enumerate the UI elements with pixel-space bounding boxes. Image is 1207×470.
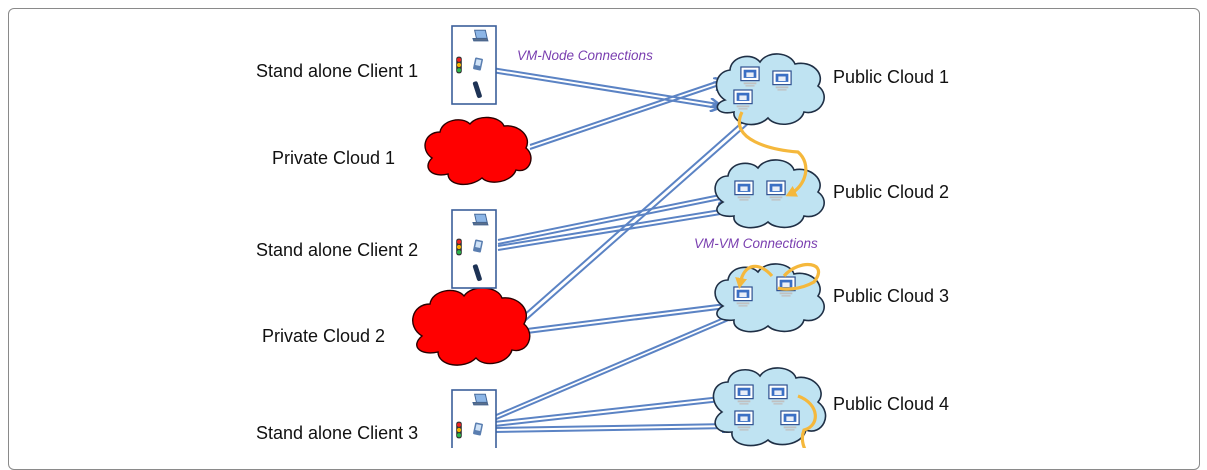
vm-vm-link-public3-b [735, 264, 774, 289]
vm-node-connections [491, 67, 776, 432]
private-cloud-1-shape [424, 116, 532, 185]
label-client-2: Stand alone Client 2 [256, 240, 418, 260]
connection-private1-public1-b [529, 84, 722, 150]
label-vm-node-connections: VM-Node Connections [517, 48, 653, 63]
connection-private2-public3 [518, 304, 726, 331]
connection-private2-public3-b [518, 308, 726, 335]
connection-client3-public4-a [493, 396, 730, 423]
connection-client1-public1 [491, 67, 718, 104]
traffic-light-icon [456, 238, 462, 256]
client-1-device-box [451, 25, 497, 105]
connection-client3-public3 [493, 306, 752, 417]
connection-client2-public2-a [497, 194, 725, 241]
connection-private1-public1 [529, 80, 722, 146]
connection-client3-public4-d [493, 428, 730, 432]
client-3-box [451, 389, 497, 448]
label-vm-vm-connections: VM-VM Connections [694, 236, 818, 251]
label-private-cloud-1: Private Cloud 1 [272, 148, 395, 168]
public-cloud-4 [712, 367, 827, 447]
private-cloud-2 [412, 287, 531, 366]
connection-client3-public4-b [493, 400, 730, 427]
public-cloud-1-shape [715, 53, 825, 126]
connection-client3-public3-b [493, 310, 752, 421]
traffic-light-icon [456, 56, 462, 74]
vm-vm-link-public1-public2 [737, 111, 808, 197]
label-private-cloud-2: Private Cloud 2 [262, 326, 385, 346]
public-cloud-4-shape [712, 367, 827, 447]
label-public-cloud-1: Public Cloud 1 [833, 67, 949, 87]
private-cloud-2-shape [412, 287, 531, 366]
connection-private2-public1-b [518, 99, 776, 327]
traffic-light-icon [456, 421, 462, 439]
vm-vm-connections [735, 111, 821, 448]
private-cloud-1 [424, 116, 532, 185]
label-client-3: Stand alone Client 3 [256, 423, 418, 443]
connection-client1-public1-b [491, 71, 718, 108]
network-diagram: Stand alone Client 1 Private Cloud 1 Sta… [256, 25, 949, 448]
connection-client3-public4-c [493, 424, 730, 428]
client-2-device-box [451, 209, 497, 289]
public-cloud-1 [715, 53, 825, 126]
client-3-device-box [451, 389, 497, 448]
label-client-1: Stand alone Client 1 [256, 61, 418, 81]
label-public-cloud-2: Public Cloud 2 [833, 182, 949, 202]
vm-vm-link-public3 [777, 262, 821, 291]
label-public-cloud-3: Public Cloud 3 [833, 286, 949, 306]
label-public-cloud-4: Public Cloud 4 [833, 394, 949, 414]
connection-client2-public2-b [497, 198, 725, 245]
vm-vm-link-public4 [797, 394, 817, 448]
